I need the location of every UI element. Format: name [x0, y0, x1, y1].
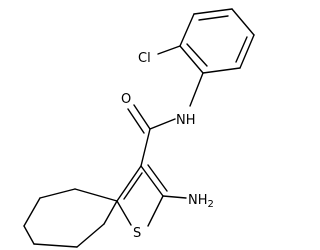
amide-nitrogen-label: NH	[176, 113, 196, 128]
bond	[76, 223, 105, 248]
bond	[127, 108, 145, 134]
bond	[198, 15, 229, 21]
oxygen-label: O	[121, 92, 131, 107]
bond	[235, 36, 248, 63]
cyclooctane-ring	[23, 188, 118, 248]
bond	[162, 195, 187, 199]
amino-group-label: NH2	[188, 193, 214, 210]
bond	[149, 118, 176, 130]
bond	[147, 195, 164, 227]
bond	[23, 197, 41, 227]
amino-label: NH2	[188, 193, 214, 210]
sulfur-label: S	[133, 226, 141, 241]
bond	[140, 165, 164, 197]
bond	[103, 200, 118, 225]
bond	[202, 67, 241, 74]
bond	[186, 43, 208, 67]
bond	[123, 172, 143, 200]
amino-subscript: 2	[208, 199, 214, 210]
bond	[147, 164, 168, 192]
amino-text: NH	[188, 193, 208, 208]
bond	[193, 8, 233, 15]
bond	[116, 165, 142, 202]
bond	[179, 13, 195, 47]
bond	[39, 188, 76, 199]
molecule-canvas: Cl O NH S NH2	[23, 8, 255, 248]
bond	[74, 188, 118, 202]
bond	[133, 104, 151, 130]
bond	[157, 45, 181, 55]
thiophene-ring	[116, 164, 168, 227]
bond	[33, 243, 78, 248]
chlorine-label: Cl	[138, 51, 151, 66]
structure-diagram: Cl O NH S NH2	[23, 8, 255, 248]
bond	[189, 72, 204, 107]
bond	[239, 34, 255, 69]
bond	[231, 8, 255, 36]
bond	[23, 225, 35, 245]
chlorophenyl-ring	[179, 8, 255, 74]
bond	[179, 45, 204, 74]
bond	[116, 200, 132, 226]
bond	[140, 128, 151, 167]
